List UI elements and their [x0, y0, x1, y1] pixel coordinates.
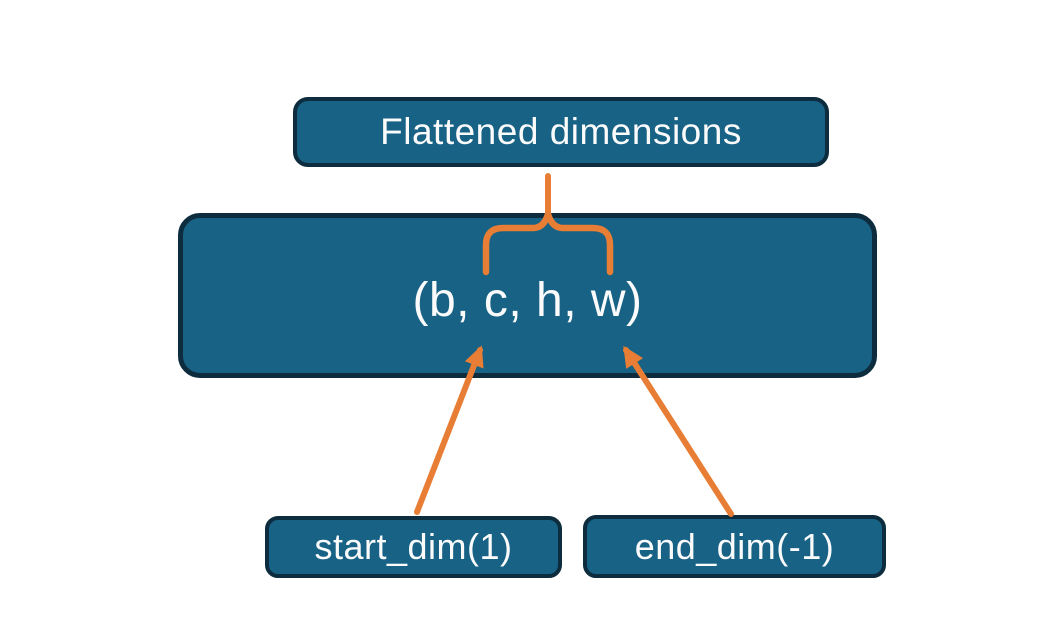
start-dim-node: start_dim(1) [265, 516, 562, 578]
end-dim-label: end_dim(-1) [634, 525, 835, 567]
flattened-dimensions-label: Flattened dimensions [380, 111, 742, 152]
flattened-dimensions-node: Flattened dimensions [293, 97, 829, 167]
tensor-shape-node: (b, c, h, w) [178, 213, 877, 378]
tensor-shape-label: (b, c, h, w) [412, 274, 643, 327]
start-dim-label: start_dim(1) [314, 526, 513, 567]
end-dim-node: end_dim(-1) [583, 515, 886, 578]
